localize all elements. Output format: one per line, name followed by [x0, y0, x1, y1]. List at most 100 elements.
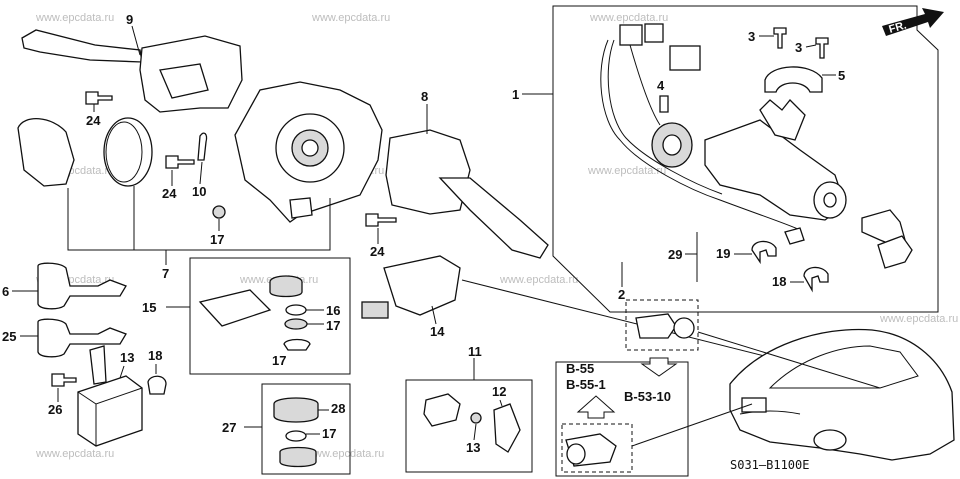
kit-frame-26 — [261, 383, 351, 475]
assembly-frame — [552, 5, 939, 313]
leader-line — [697, 331, 881, 389]
callout-17: 16 — [326, 303, 340, 318]
callout-28: 25 — [2, 329, 16, 344]
transmitter-case — [279, 446, 317, 468]
lock-bracket — [759, 99, 806, 141]
callout-27: 28 — [331, 401, 345, 416]
callout-10: 10 — [192, 184, 206, 199]
lock-keyhole — [823, 192, 837, 208]
kit-frame-16 — [189, 257, 351, 375]
callout-9: 9 — [126, 12, 133, 27]
switch-cover-15 — [383, 255, 461, 316]
harness-wire — [629, 44, 661, 126]
o-ring-17 — [285, 430, 307, 442]
callout-bracket — [67, 188, 331, 251]
callout-8: 8 — [421, 89, 428, 104]
part-19 — [283, 338, 311, 351]
lighting-switch-group — [385, 104, 549, 259]
battery-18 — [284, 318, 308, 330]
callout-1: 1 — [512, 87, 519, 102]
door-lock-cylinder — [635, 313, 677, 339]
watermark: www.epcdata.ru — [879, 313, 958, 325]
watermark: www.epcdata.ru — [499, 274, 578, 286]
o-ring-17 — [285, 304, 307, 316]
callout-17: 17 — [322, 426, 336, 441]
lock-cylinder-frame — [625, 299, 699, 351]
cylinder-face — [673, 317, 695, 339]
vehicle-silhouette — [631, 328, 955, 461]
leader-line — [131, 25, 141, 56]
callout-29: 29 — [668, 247, 682, 262]
watermark: www.epcdata.ru — [305, 448, 384, 460]
relay-edge — [77, 387, 143, 446]
lock-cylinder-frame — [561, 423, 633, 473]
callout-3: 3 — [748, 29, 755, 44]
callout-22: 19 — [716, 246, 730, 261]
switch-face — [662, 134, 682, 156]
watermark: www.epcdata.ru — [587, 165, 666, 177]
clip-21 — [803, 266, 829, 293]
callout-25: 26 — [48, 402, 62, 417]
screw-23 — [212, 205, 226, 219]
callout-24: 24 — [162, 186, 177, 201]
relay-14 — [77, 375, 143, 447]
callout-7: 7 — [162, 266, 169, 281]
diagram-code: S031—B1100E — [730, 458, 809, 472]
harness-wire — [600, 39, 801, 231]
callout-12: 12 — [492, 384, 506, 399]
transmitter-case — [269, 275, 303, 298]
watermark: www.epcdata.ru — [589, 12, 668, 24]
mount-tab — [289, 197, 313, 219]
connector — [669, 45, 701, 71]
leader-line — [631, 403, 753, 447]
door-switch — [423, 393, 461, 427]
watermark: www.epcdata.ru — [35, 12, 114, 24]
callout-26: 27 — [222, 420, 236, 435]
combination-switch-group — [21, 25, 243, 113]
reference-b53-10: B-53-10 — [624, 389, 671, 404]
connector — [644, 23, 664, 43]
leader-line — [805, 44, 817, 48]
watermark: www.epcdata.ru — [35, 448, 114, 460]
callout-2: 2 — [618, 287, 625, 302]
steering-lock — [704, 119, 846, 221]
screw-25 — [51, 373, 77, 387]
callout-18: 17 — [326, 318, 340, 333]
relay-bracket — [89, 345, 107, 385]
leader-line — [119, 365, 125, 379]
screw-4 — [659, 95, 669, 113]
instruction-sheet — [198, 289, 272, 327]
cable-reel-group — [234, 81, 383, 223]
watermark: www.epcdata.ru — [311, 12, 390, 24]
kit-frame-11 — [405, 379, 533, 473]
clamp-5 — [764, 66, 823, 93]
car-bumper — [739, 410, 801, 415]
up-arrow-icon — [576, 395, 616, 419]
switch-housing — [385, 129, 471, 215]
callout-14: 13 — [120, 350, 134, 365]
reference-b55-1: B-55-1 — [566, 377, 606, 392]
shear-bolt — [815, 37, 829, 59]
reference-frame — [555, 361, 689, 477]
screw-24 — [85, 91, 113, 105]
leader-line — [199, 161, 203, 185]
column-cover — [17, 117, 75, 187]
harness-clip-10 — [197, 132, 208, 161]
callout-23: 17 — [210, 232, 224, 247]
connector — [619, 24, 643, 46]
direction-label: FR. — [888, 19, 908, 35]
callout-20: 18 — [148, 348, 162, 363]
bolt-29 — [784, 227, 805, 245]
wiper-lever — [21, 29, 143, 63]
car-wheel — [813, 429, 847, 451]
leader-line — [499, 399, 503, 407]
callout-16: 15 — [142, 300, 156, 315]
switch-detail — [159, 63, 209, 99]
ignition-assembly-group — [552, 5, 939, 313]
down-arrow-icon — [640, 357, 678, 377]
front-direction-arrow: FR. — [882, 8, 944, 36]
harness-wire — [607, 39, 723, 195]
leader-line — [473, 423, 477, 441]
car-body — [729, 328, 955, 461]
